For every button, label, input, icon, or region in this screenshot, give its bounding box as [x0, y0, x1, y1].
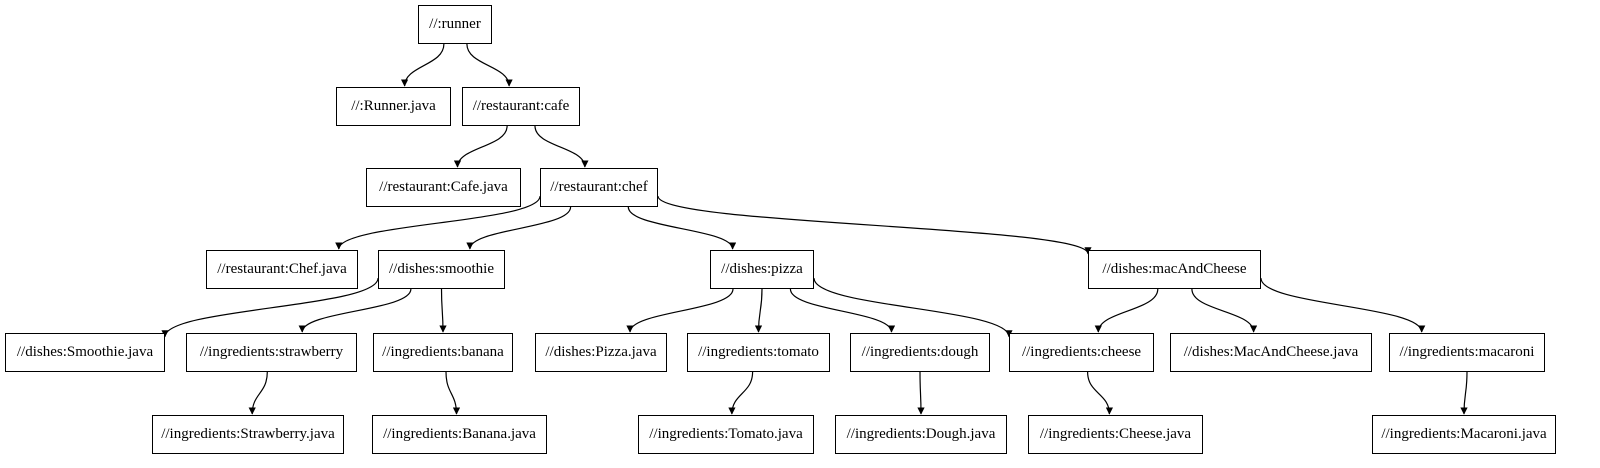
graph-node-label: //ingredients:dough — [861, 344, 979, 360]
graph-node-label: //ingredients:banana — [382, 344, 504, 360]
graph-node-label: //ingredients:Dough.java — [846, 426, 996, 442]
graph-node-pizza_java[interactable]: //dishes:Pizza.java — [535, 333, 667, 372]
graph-node-ing_dough[interactable]: //ingredients:dough — [850, 333, 990, 372]
graph-node-label: //restaurant:chef — [550, 179, 648, 195]
graph-node-ing_cheese[interactable]: //ingredients:cheese — [1009, 333, 1154, 372]
graph-node-label: //dishes:Pizza.java — [545, 344, 657, 360]
graph-node-label: //ingredients:Macaroni.java — [1381, 426, 1547, 442]
graph-node-label: //ingredients:Banana.java — [383, 426, 536, 442]
graph-node-label: //dishes:Smoothie.java — [16, 344, 154, 360]
graph-node-smoothie_java[interactable]: //dishes:Smoothie.java — [5, 333, 165, 372]
graph-node-label: //ingredients:tomato — [698, 344, 819, 360]
graph-node-label: //dishes:pizza — [721, 261, 803, 277]
graph-node-label: //ingredients:macaroni — [1399, 344, 1535, 360]
graph-node-runner_java[interactable]: //:Runner.java — [336, 87, 451, 126]
graph-node-label: //restaurant:Cafe.java — [379, 179, 508, 195]
graph-node-cheese_java[interactable]: //ingredients:Cheese.java — [1028, 415, 1203, 454]
graph-node-label: //dishes:MacAndCheese.java — [1183, 344, 1359, 360]
graph-node-label: //:runner — [429, 16, 481, 32]
graph-node-ing_macaroni[interactable]: //ingredients:macaroni — [1389, 333, 1545, 372]
graph-node-macaroni_java[interactable]: //ingredients:Macaroni.java — [1372, 415, 1556, 454]
graph-node-dough_java[interactable]: //ingredients:Dough.java — [835, 415, 1007, 454]
graph-node-tomato_java[interactable]: //ingredients:Tomato.java — [638, 415, 814, 454]
graph-node-ing_tomato[interactable]: //ingredients:tomato — [687, 333, 830, 372]
graph-node-label: //dishes:macAndCheese — [1102, 261, 1247, 277]
graph-node-label: //ingredients:Tomato.java — [649, 426, 803, 442]
graph-node-ing_banana[interactable]: //ingredients:banana — [373, 333, 513, 372]
graph-node-label: //restaurant:Chef.java — [217, 261, 347, 277]
graph-node-cafe_java[interactable]: //restaurant:Cafe.java — [366, 168, 521, 207]
graph-node-restaurant_cafe[interactable]: //restaurant:cafe — [462, 87, 580, 126]
graph-node-ing_strawberry[interactable]: //ingredients:strawberry — [186, 333, 357, 372]
graph-node-runner[interactable]: //:runner — [418, 5, 492, 44]
graph-node-chef_java[interactable]: //restaurant:Chef.java — [206, 250, 358, 289]
graph-node-label: //ingredients:Cheese.java — [1039, 426, 1192, 442]
graph-node-mac_java[interactable]: //dishes:MacAndCheese.java — [1170, 333, 1372, 372]
graph-node-label: //ingredients:cheese — [1021, 344, 1142, 360]
graph-node-label: //:Runner.java — [351, 98, 436, 114]
graph-node-label: //ingredients:Strawberry.java — [161, 426, 335, 442]
graph-node-dishes_pizza[interactable]: //dishes:pizza — [710, 250, 814, 289]
graph-node-restaurant_chef[interactable]: //restaurant:chef — [540, 168, 658, 207]
graph-node-label: //restaurant:cafe — [472, 98, 570, 114]
graph-node-dishes_smoothie[interactable]: //dishes:smoothie — [378, 250, 505, 289]
graph-node-dishes_mac[interactable]: //dishes:macAndCheese — [1088, 250, 1261, 289]
graph-node-banana_java[interactable]: //ingredients:Banana.java — [372, 415, 547, 454]
graph-node-label: //ingredients:strawberry — [199, 344, 344, 360]
graph-node-label: //dishes:smoothie — [389, 261, 494, 277]
graph-node-strawberry_java[interactable]: //ingredients:Strawberry.java — [152, 415, 344, 454]
